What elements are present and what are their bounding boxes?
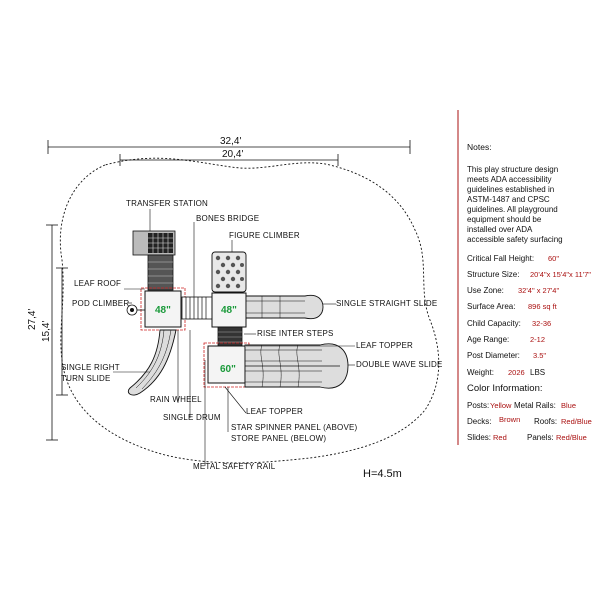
- notes-line-2: meets ADA accessibility: [467, 175, 551, 184]
- spec-value-use-zone: 32'4" x 27'4": [518, 286, 559, 295]
- label-transfer-station: TRANSFER STATION: [126, 199, 208, 208]
- label-star-spinner-panel: STAR SPINNER PANEL (ABOVE): [231, 423, 358, 432]
- notes-line-4: ASTM-1487 and CPSC: [467, 195, 550, 204]
- label-figure-climber: FIGURE CLIMBER: [229, 231, 300, 240]
- slides-value: Red: [493, 433, 507, 442]
- metal-rails-label: Metal Rails:: [514, 401, 556, 410]
- spec-key-child-capacity: Child Capacity:: [467, 319, 521, 328]
- roofs-value: Red/Blue: [561, 417, 592, 426]
- spec-value-surface-area: 896 sq ft: [528, 302, 558, 311]
- label-leaf-topper-upper: LEAF TOPPER: [356, 341, 413, 350]
- spec-key-structure-size: Structure Size:: [467, 270, 519, 279]
- notes-title: Notes:: [467, 142, 492, 152]
- spec-key-fall-height: Critical Fall Height:: [467, 254, 534, 263]
- label-leaf-roof: LEAF ROOF: [74, 279, 121, 288]
- single-straight-slide: [245, 294, 324, 320]
- label-double-wave-slide: DOUBLE WAVE SLIDE: [356, 360, 443, 369]
- overall-width-label: 32,4': [220, 136, 241, 147]
- label-rise-inter-steps: RISE INTER STEPS: [257, 329, 334, 338]
- label-turn-slide: TURN SLIDE: [61, 374, 111, 383]
- metal-rails-value: Blue: [561, 401, 576, 410]
- label-single-drum: SINGLE DRUM: [163, 413, 221, 422]
- label-rain-wheel: RAIN WHEEL: [150, 395, 202, 404]
- spec-value-post-diameter: 3.5": [533, 351, 546, 360]
- platform-right: 48": [211, 292, 247, 328]
- label-leaf-topper-lower: LEAF TOPPER: [246, 407, 303, 416]
- bones-bridge: [181, 296, 213, 320]
- decks-label: Decks:: [467, 417, 491, 426]
- inner-width-label: 20,4': [222, 149, 243, 160]
- decks-value: Brown: [499, 415, 520, 424]
- label-metal-safety-rail: METAL SAFETY RAIL: [193, 462, 276, 471]
- pod-climber: [126, 304, 145, 316]
- platform-height-center: 60": [220, 364, 236, 375]
- dimension-lines: [46, 140, 411, 441]
- notes-line-8: accessible safety surfacing: [467, 235, 563, 244]
- spec-key-age-range: Age Range:: [467, 335, 509, 344]
- spec-value-fall-height: 60": [548, 254, 559, 263]
- roofs-label: Roofs:: [534, 417, 557, 426]
- notes-line-7: installed over ADA: [467, 225, 533, 234]
- platform-height-right: 48": [221, 305, 237, 316]
- notes-line-6: equipment should be: [467, 215, 542, 224]
- platform-center: 60": [203, 342, 250, 388]
- notes-line-3: guidelines established in: [467, 185, 554, 194]
- use-zone-outline: [59, 157, 440, 464]
- platform-left: 48": [140, 287, 186, 331]
- color-info-title: Color Information:: [467, 383, 543, 394]
- spec-value-weight: 2026: [508, 368, 525, 377]
- height-note: H=4.5m: [363, 468, 402, 480]
- spec-key-surface-area: Surface Area:: [467, 302, 515, 311]
- spec-key-post-diameter: Post Diameter:: [467, 351, 520, 360]
- platform-height-left: 48": [155, 305, 171, 316]
- notes-line-5: guidelines. All playground: [467, 205, 558, 214]
- slides-label: Slides:: [467, 433, 491, 442]
- label-bones-bridge: BONES BRIDGE: [196, 214, 259, 223]
- transfer-station: [132, 230, 176, 291]
- label-pod-climber: POD CLIMBER: [72, 299, 129, 308]
- posts-value: Yellow: [490, 401, 512, 410]
- leader-lines: [113, 209, 355, 466]
- single-right-turn-slide: [127, 329, 177, 396]
- figure-climber: [211, 251, 247, 293]
- notes-line-1: This play structure design: [467, 165, 558, 174]
- spec-key-weight: Weight:: [467, 368, 494, 377]
- rise-inter-steps: [217, 326, 243, 348]
- spec-value-child-capacity: 32-36: [532, 319, 551, 328]
- inner-depth-label: 15,4': [41, 321, 52, 342]
- panels-value: Red/Blue: [556, 433, 587, 442]
- spec-unit-weight: LBS: [530, 368, 545, 377]
- label-single-straight-slide: SINGLE STRAIGHT SLIDE: [336, 299, 437, 308]
- spec-value-age-range: 2-12: [530, 335, 545, 344]
- double-wave-slide: [244, 343, 349, 389]
- label-store-panel: STORE PANEL (BELOW): [231, 434, 326, 443]
- spec-value-structure-size: 20'4"x 15'4"x 11'7": [530, 270, 591, 279]
- posts-label: Posts:: [467, 401, 489, 410]
- panels-label: Panels:: [527, 433, 554, 442]
- label-single-right: SINGLE RIGHT: [61, 363, 120, 372]
- overall-depth-label: 27,4': [27, 309, 38, 330]
- spec-key-use-zone: Use Zone:: [467, 286, 504, 295]
